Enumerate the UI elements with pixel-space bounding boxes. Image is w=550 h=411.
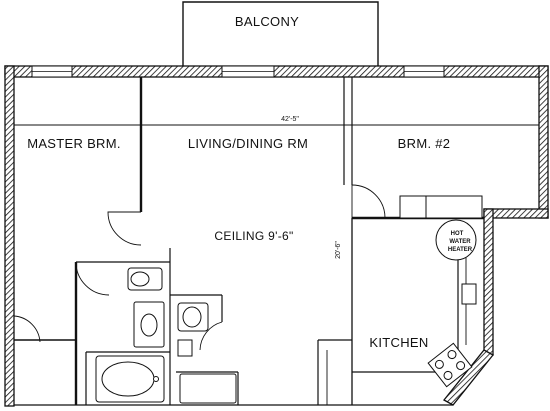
water-heater-label-water: WATER — [449, 239, 471, 245]
refrigerator — [399, 195, 427, 219]
kitchen-sink — [461, 283, 477, 305]
fixtures — [95, 195, 483, 404]
balcony — [182, 1, 379, 66]
water-heater-icon — [435, 219, 477, 261]
stove-icon — [427, 342, 473, 388]
kitchen-label: KITCHEN — [369, 335, 428, 350]
exterior-walls — [4, 65, 549, 407]
master-bedroom-label: MASTER BRM. — [27, 136, 121, 151]
depth-dimension: 20'-6" — [335, 241, 342, 259]
width-dimension: 42'-5" — [281, 116, 299, 123]
living-dining-label: LIVING/DINING RM — [188, 136, 308, 151]
ceiling-height-label: CEILING 9'-6" — [214, 229, 293, 243]
water-heater-label-heater: HEATER — [448, 247, 473, 253]
shower — [179, 373, 237, 404]
sink-icon — [140, 313, 158, 337]
bedroom-2-label: BRM. #2 — [398, 136, 451, 151]
water-heater-label-hot: HOT — [451, 231, 464, 237]
balcony-label: BALCONY — [235, 14, 299, 29]
